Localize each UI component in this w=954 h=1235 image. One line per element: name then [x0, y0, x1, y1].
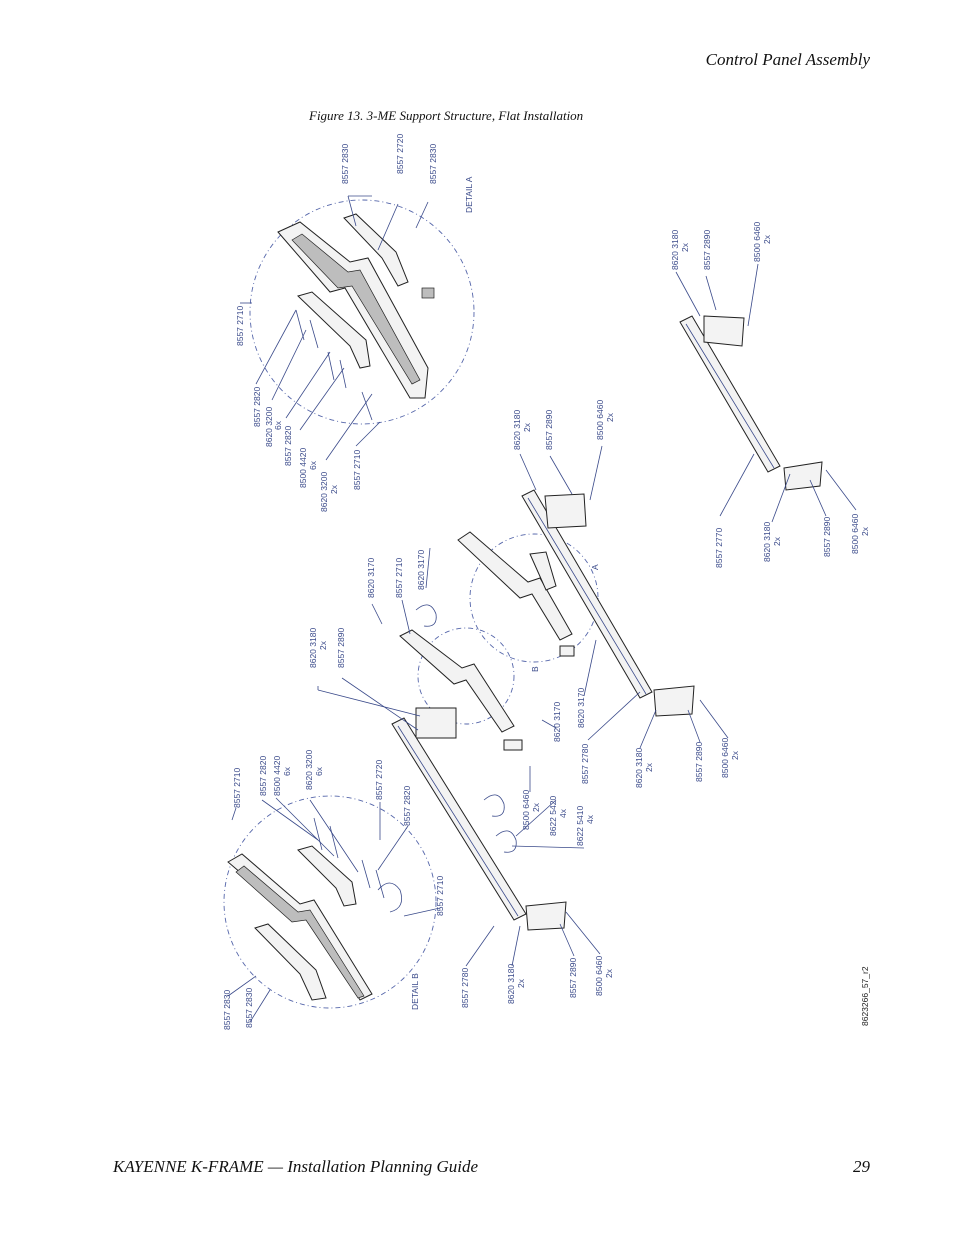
callout: 8557 2890 — [694, 742, 704, 782]
callout: 8620 3170 — [576, 688, 586, 728]
callout: DETAIL B — [410, 973, 420, 1010]
callout: 8557 2780 — [460, 968, 470, 1008]
center-assembly — [399, 531, 599, 853]
drawing-id: 8623266_57_r2 — [860, 966, 870, 1026]
callout: 2x — [318, 640, 328, 650]
callout: 8557 2820 — [258, 756, 268, 796]
callout: 8557 2830 — [428, 144, 438, 184]
callout: 8557 2820 — [402, 786, 412, 826]
callout: 8557 2820 — [252, 387, 262, 427]
callout: 8620 3180 — [762, 522, 772, 562]
callout: 2x — [772, 536, 782, 546]
callout: 8500 6460 — [595, 400, 605, 440]
callout: 2x — [762, 234, 772, 244]
callout: 8557 2710 — [352, 450, 362, 490]
callout: 2x — [730, 750, 740, 760]
callout: 4x — [585, 814, 595, 824]
callout: 6x — [308, 460, 318, 470]
callout: 8500 6460 — [720, 738, 730, 778]
section-title: Control Panel Assembly — [705, 50, 870, 69]
callout: 8620 3170 — [552, 702, 562, 742]
callout: 2x — [516, 978, 526, 988]
callout: 6x — [282, 766, 292, 776]
callout: 8557 2710 — [394, 558, 404, 598]
callout: 8557 2720 — [374, 760, 384, 800]
callout: 8557 2710 — [235, 306, 245, 346]
callout: 8500 6460 — [850, 514, 860, 554]
callout: 8620 3200 — [319, 472, 329, 512]
callout: 8557 2710 — [232, 768, 242, 808]
callout: 6x — [314, 766, 324, 776]
callout: 8620 3170 — [366, 558, 376, 598]
callout: 2x — [605, 412, 615, 422]
callout: 8500 6460 — [521, 790, 531, 830]
callout: 2x — [531, 802, 541, 812]
callout: 8620 3200 — [304, 750, 314, 790]
callout: 8557 2770 — [714, 528, 724, 568]
callout: 8557 2720 — [395, 134, 405, 174]
page-number: 29 — [853, 1157, 870, 1176]
callout: 8620 3180 — [512, 410, 522, 450]
leader-lines — [227, 195, 857, 1023]
callout: 8622 5410 — [575, 806, 585, 846]
callout: 4x — [558, 808, 568, 818]
callout: 2x — [680, 242, 690, 252]
callout: 8557 2890 — [822, 517, 832, 557]
callout: 8557 2890 — [336, 628, 346, 668]
detail-b-view — [223, 795, 437, 1009]
callout: 8622 5420 — [548, 796, 558, 836]
callout: 6x — [273, 420, 283, 430]
callout: 8620 3180 — [506, 964, 516, 1004]
detail-a-view — [249, 199, 475, 425]
rails — [391, 315, 781, 921]
callout: 8620 3200 — [264, 407, 274, 447]
callout: A — [590, 564, 600, 570]
callout: DETAIL A — [464, 176, 474, 213]
callout: 8500 4420 — [272, 756, 282, 796]
callout: 8620 3170 — [416, 550, 426, 590]
callout-labels: 8557 2830 8557 2720 8557 2830 DETAIL A 8… — [222, 134, 870, 1030]
callout: 8557 2830 — [222, 990, 232, 1030]
callout: 8557 2830 — [244, 988, 254, 1028]
callout: 2x — [860, 526, 870, 536]
callout: 8557 2830 — [340, 144, 350, 184]
callout: 8500 4420 — [298, 448, 308, 488]
callout: 2x — [644, 762, 654, 772]
callout: 2x — [604, 968, 614, 978]
callout: 2x — [522, 422, 532, 432]
callout: 8620 3180 — [308, 628, 318, 668]
callout: 8557 2820 — [283, 426, 293, 466]
footer-title: KAYENNE K-FRAME — Installation Planning … — [113, 1157, 479, 1176]
callout: 8557 2780 — [580, 744, 590, 784]
callout: 8557 2890 — [544, 410, 554, 450]
callout: 2x — [329, 484, 339, 494]
callout: 8557 2890 — [702, 230, 712, 270]
callout: B — [530, 666, 540, 672]
figure-caption: Figure 13. 3-ME Support Structure, Flat … — [309, 108, 584, 123]
callout: 8620 3180 — [634, 748, 644, 788]
callout: 8620 3180 — [670, 230, 680, 270]
bracket-plates — [525, 315, 823, 931]
callout: 8500 6460 — [594, 956, 604, 996]
callout: 8557 2890 — [568, 958, 578, 998]
callout: 8500 6460 — [752, 222, 762, 262]
callout: 8557 2710 — [435, 876, 445, 916]
